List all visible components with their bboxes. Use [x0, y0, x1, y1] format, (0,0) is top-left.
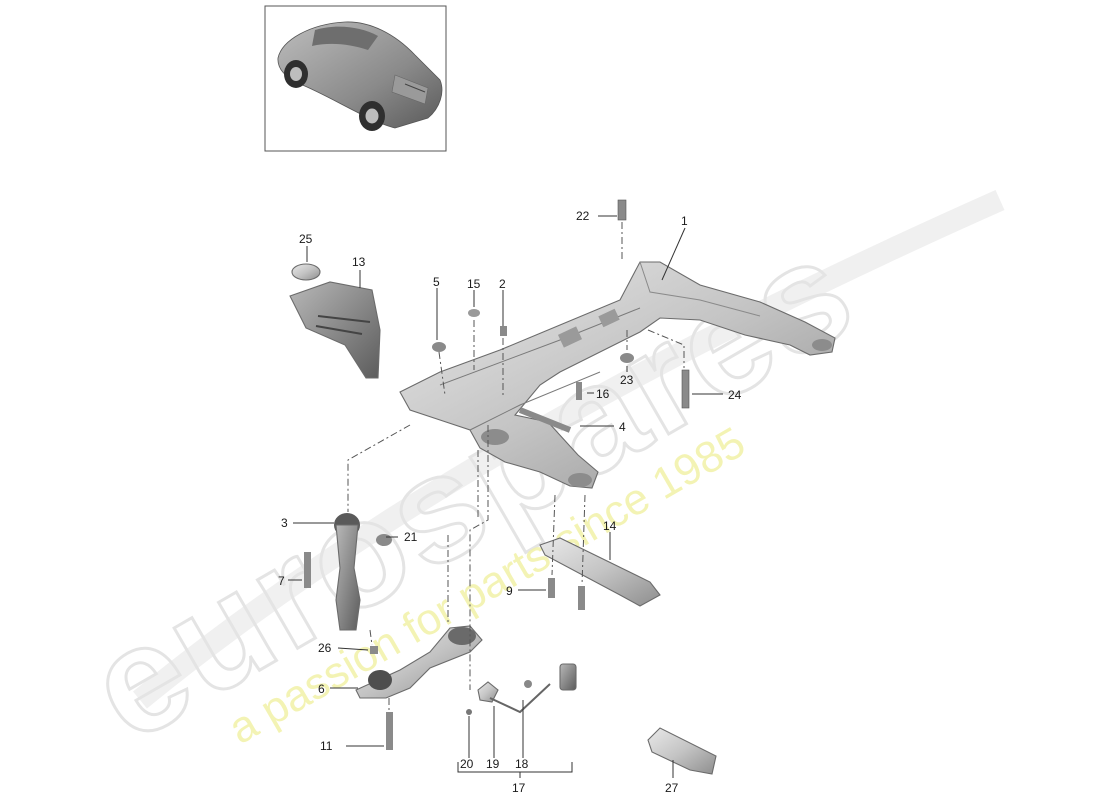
callout-26: 26 — [318, 641, 332, 655]
callout-1: 1 — [681, 214, 688, 228]
engine-mount-part — [334, 513, 361, 631]
callout-9: 9 — [506, 584, 513, 598]
callout-24: 24 — [728, 388, 742, 402]
cap-part — [291, 263, 321, 281]
callout-25: 25 — [299, 232, 313, 246]
callout-19: 19 — [486, 757, 500, 771]
control-arm-part — [355, 625, 483, 699]
callout-2: 2 — [499, 277, 506, 291]
callout-18: 18 — [515, 757, 529, 771]
callout-15: 15 — [467, 277, 481, 291]
callout-17: 17 — [512, 781, 526, 795]
arch-liner-part — [289, 281, 381, 379]
callout-27: 27 — [665, 781, 679, 795]
callout-21: 21 — [404, 530, 418, 544]
callout-22: 22 — [576, 209, 590, 223]
callout-20: 20 — [460, 757, 474, 771]
callout-7: 7 — [278, 574, 285, 588]
callout-4: 4 — [619, 420, 626, 434]
callout-13: 13 — [352, 255, 366, 269]
callout-5: 5 — [433, 275, 440, 289]
hardware-parts — [304, 199, 690, 750]
assembly-lines — [347, 222, 685, 712]
callout-16: 16 — [596, 387, 610, 401]
callout-23: 23 — [620, 373, 634, 387]
watermark: eurospares a passion for parts since 198… — [61, 189, 1005, 774]
sleeve-part — [647, 727, 717, 775]
leader-lines — [288, 215, 723, 778]
callout-labels: 1 22 2 15 5 13 25 16 4 23 24 3 21 7 14 9… — [278, 209, 742, 795]
callout-3: 3 — [281, 516, 288, 530]
bracket-plate-part — [539, 537, 661, 607]
callout-11: 11 — [320, 739, 333, 753]
level-sensor-part — [466, 663, 577, 715]
vehicle-thumbnail — [264, 5, 447, 152]
callout-6: 6 — [318, 682, 325, 696]
callout-14: 14 — [603, 519, 617, 533]
